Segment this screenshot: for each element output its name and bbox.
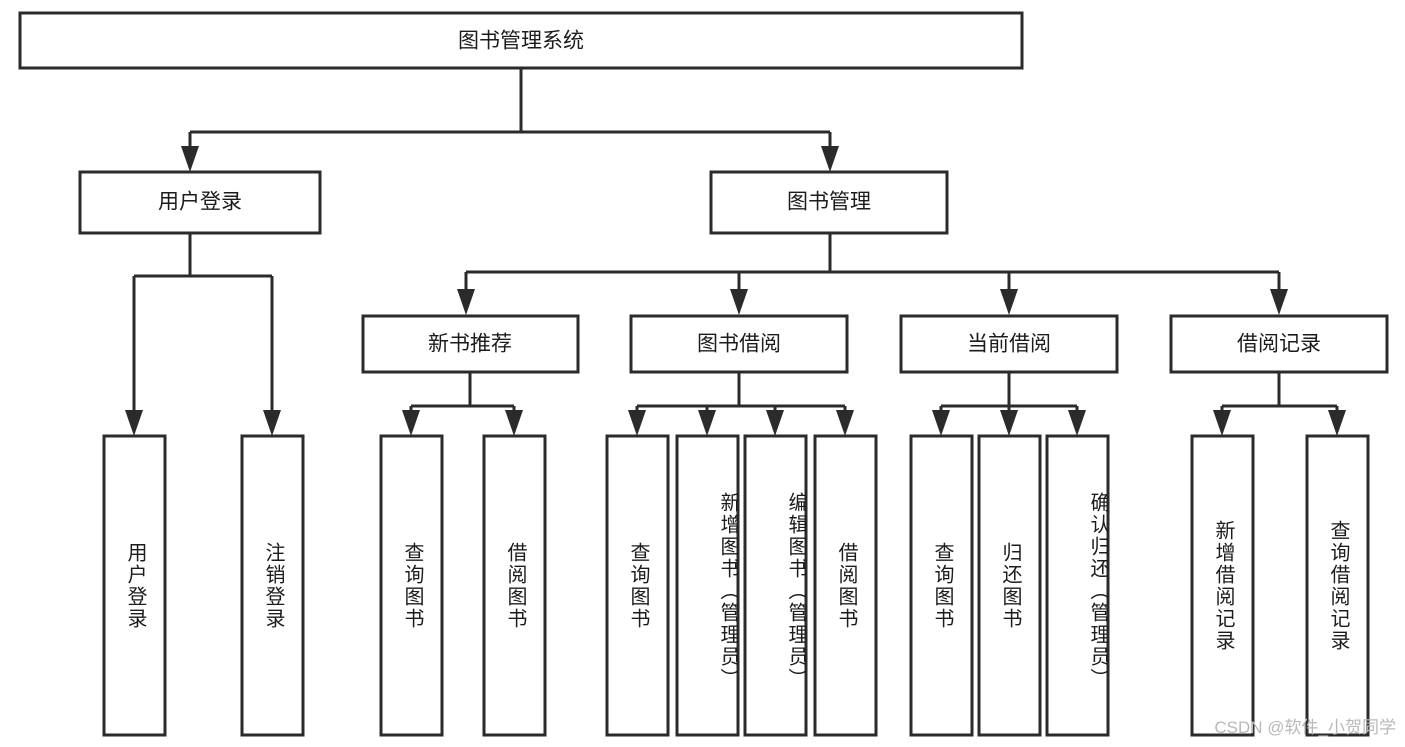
arrow-head-user-login <box>181 146 199 172</box>
node-book-mgmt[interactable]: 图书管理 <box>709 170 949 235</box>
arrow-head-leaf-br-1 <box>1213 410 1231 436</box>
connector-group-current-borrow <box>932 372 1086 436</box>
connector-group-book-borrow <box>628 372 854 436</box>
arrow-head-leaf-bb-3 <box>766 410 784 436</box>
node-leaf-nbr-1-box[interactable] <box>379 434 444 737</box>
node-new-book-recommend-box[interactable] <box>361 314 580 374</box>
node-root-label: 图书管理系统 <box>458 30 584 53</box>
node-user-login-label: 用户登录 <box>158 191 242 214</box>
leaf-boxes-book-borrow <box>605 434 878 737</box>
arrow-head-leaf-bb-4 <box>836 410 854 436</box>
node-book-borrow-label: 图书借阅 <box>697 333 781 356</box>
node-leaf-nbr-2-box[interactable] <box>482 434 547 737</box>
node-leaf-user-login-2-box[interactable] <box>240 434 305 737</box>
node-new-book-recommend-label: 新书推荐 <box>428 333 512 356</box>
arrow-head-leaf-bb-2 <box>698 410 716 436</box>
node-root[interactable]: 图书管理系统 <box>18 11 1024 70</box>
node-leaf-bb-2-box[interactable] <box>675 434 740 737</box>
node-root-box[interactable] <box>18 11 1024 70</box>
arrow-head-leaf-cb-2 <box>1000 410 1018 436</box>
node-book-mgmt-box[interactable] <box>709 170 949 235</box>
connector-group-new-book-recommend <box>402 372 523 436</box>
connector-group-book-mgmt <box>457 233 1288 315</box>
arrow-head-leaf-nbr-2 <box>505 410 523 436</box>
connector-group-borrow-record <box>1213 372 1346 436</box>
arrow-head-new-book-recommend <box>457 289 475 315</box>
arrow-head-leaf-br-2 <box>1328 410 1346 436</box>
node-user-login[interactable]: 用户登录 <box>78 170 322 235</box>
node-current-borrow[interactable]: 当前借阅 <box>899 314 1119 374</box>
node-leaf-br-1-box[interactable] <box>1190 434 1255 737</box>
connector-group-root <box>181 68 839 172</box>
node-leaf-cb-2-box[interactable] <box>977 434 1042 737</box>
arrow-head-current-borrow <box>1000 289 1018 315</box>
leaf-boxes-current-borrow <box>909 434 1110 737</box>
watermark-label: CSDN @软件_小贺同学 <box>1214 718 1396 737</box>
connector-group-user-login <box>125 233 281 436</box>
node-leaf-bb-1-box[interactable] <box>605 434 670 737</box>
node-borrow-record-box[interactable] <box>1169 314 1389 374</box>
node-current-borrow-label: 当前借阅 <box>967 333 1051 356</box>
node-leaf-br-2-box[interactable] <box>1305 434 1370 737</box>
leaf-boxes-user-login <box>102 434 305 737</box>
leaf-boxes-new-book-recommend <box>379 434 547 737</box>
leaf-boxes-borrow-record <box>1190 434 1370 737</box>
arrow-head-leaf-bb-1 <box>628 410 646 436</box>
node-borrow-record-label: 借阅记录 <box>1237 333 1321 356</box>
node-book-mgmt-label: 图书管理 <box>787 191 871 214</box>
node-leaf-cb-3-box[interactable] <box>1045 434 1110 737</box>
arrow-head-leaf-cb-3 <box>1068 410 1086 436</box>
node-user-login-box[interactable] <box>78 170 322 235</box>
node-leaf-user-login-1-box[interactable] <box>102 434 167 737</box>
node-book-borrow-box[interactable] <box>629 314 849 374</box>
arrow-head-leaf-user-login-1 <box>125 410 143 436</box>
node-borrow-record[interactable]: 借阅记录 <box>1169 314 1389 374</box>
node-current-borrow-box[interactable] <box>899 314 1119 374</box>
node-leaf-bb-3-box[interactable] <box>743 434 808 737</box>
node-new-book-recommend[interactable]: 新书推荐 <box>361 314 580 374</box>
arrow-head-leaf-cb-1 <box>932 410 950 436</box>
arrow-head-book-mgmt <box>821 146 839 172</box>
arrow-head-borrow-record <box>1270 289 1288 315</box>
arrow-head-leaf-user-login-2 <box>263 410 281 436</box>
arrow-head-book-borrow <box>730 289 748 315</box>
arrow-head-leaf-nbr-1 <box>402 410 420 436</box>
node-leaf-bb-4-box[interactable] <box>813 434 878 737</box>
node-leaf-cb-1-box[interactable] <box>909 434 974 737</box>
node-book-borrow[interactable]: 图书借阅 <box>629 314 849 374</box>
